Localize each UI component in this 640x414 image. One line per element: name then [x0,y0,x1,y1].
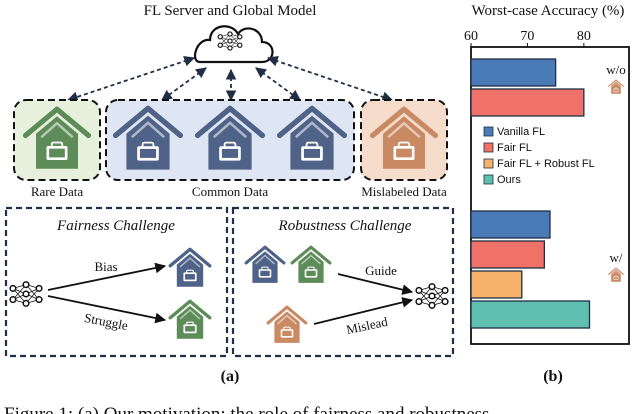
plot-area-frame [470,46,630,345]
x-tick-label: 60 [464,29,478,44]
group-label: w/o [606,62,626,77]
legend-label: Vanilla FL [497,126,545,138]
fairness-challenge-box [4,206,229,358]
mislead-label: Mislead [345,314,390,337]
robustness-challenge-title: Robustness Challenge [278,218,412,234]
x-tick-label: 80 [577,29,591,44]
panel-a: FL Server and Global Model Rare Data Com… [4,3,455,385]
server-client-arrows [66,55,394,103]
mislabeled-house-icon [608,267,624,283]
bar-vanilla-fl [470,210,551,239]
struggle-arrow [47,295,167,324]
robustness-rare-house-icon [290,245,332,285]
fairness-model-icon [9,281,43,307]
fairness-rare-house-icon [168,299,212,341]
mislabeled-house-icon [608,79,624,95]
legend-swatch [483,174,494,185]
legend-label: Fair FL [497,142,532,154]
panel-b-caption: (b) [543,368,563,385]
legend-swatch [483,126,494,137]
guide-label: Guide [365,263,397,278]
arrow-mislabeled [266,56,394,102]
arrow-common-1 [161,67,207,101]
panel-a-caption: (a) [221,368,240,385]
arrow-rare [66,55,196,103]
figure-caption: Figure 1: (a) Our motivation: the role o… [4,404,489,414]
robustness-model-icon [415,283,449,309]
common-data-label: Common Data [192,184,268,199]
bar-fair-fl-robust-fl [470,270,523,299]
chart-title: Worst-case Accuracy (%) [472,3,625,19]
accuracy-chart: Worst-case Accuracy (%) 60 70 80 Vanilla F… [464,3,630,385]
group-label: w/ [610,250,623,265]
fairness-common-house-icon [168,247,212,289]
legend-swatch [483,142,494,153]
robustness-mislabeled-house-icon [266,305,308,345]
bar-ours [470,300,591,329]
legend-label: Fair FL + Robust FL [497,158,595,170]
bar-vanilla-fl [470,58,557,87]
cloud-icon [193,25,274,64]
bar-fair-fl [470,240,546,269]
struggle-label: Struggle [83,310,129,333]
robustness-common-house-icon [244,245,286,285]
x-tick-label: 70 [520,29,534,44]
arrow-common-3 [255,67,301,101]
bar-fair-fl [470,88,585,117]
guide-arrow [337,273,414,295]
server-title: FL Server and Global Model [144,3,317,19]
fairness-challenge-title: Fairness Challenge [56,218,175,234]
robustness-challenge-box [231,206,455,358]
legend-swatch [483,158,494,169]
bias-arrow [47,262,167,291]
mislead-arrow [313,297,414,325]
mislabeled-data-label: Mislabeled Data [361,184,447,199]
rare-data-label: Rare Data [31,184,84,199]
bias-label: Bias [94,259,117,274]
legend-label: Ours [497,174,521,186]
